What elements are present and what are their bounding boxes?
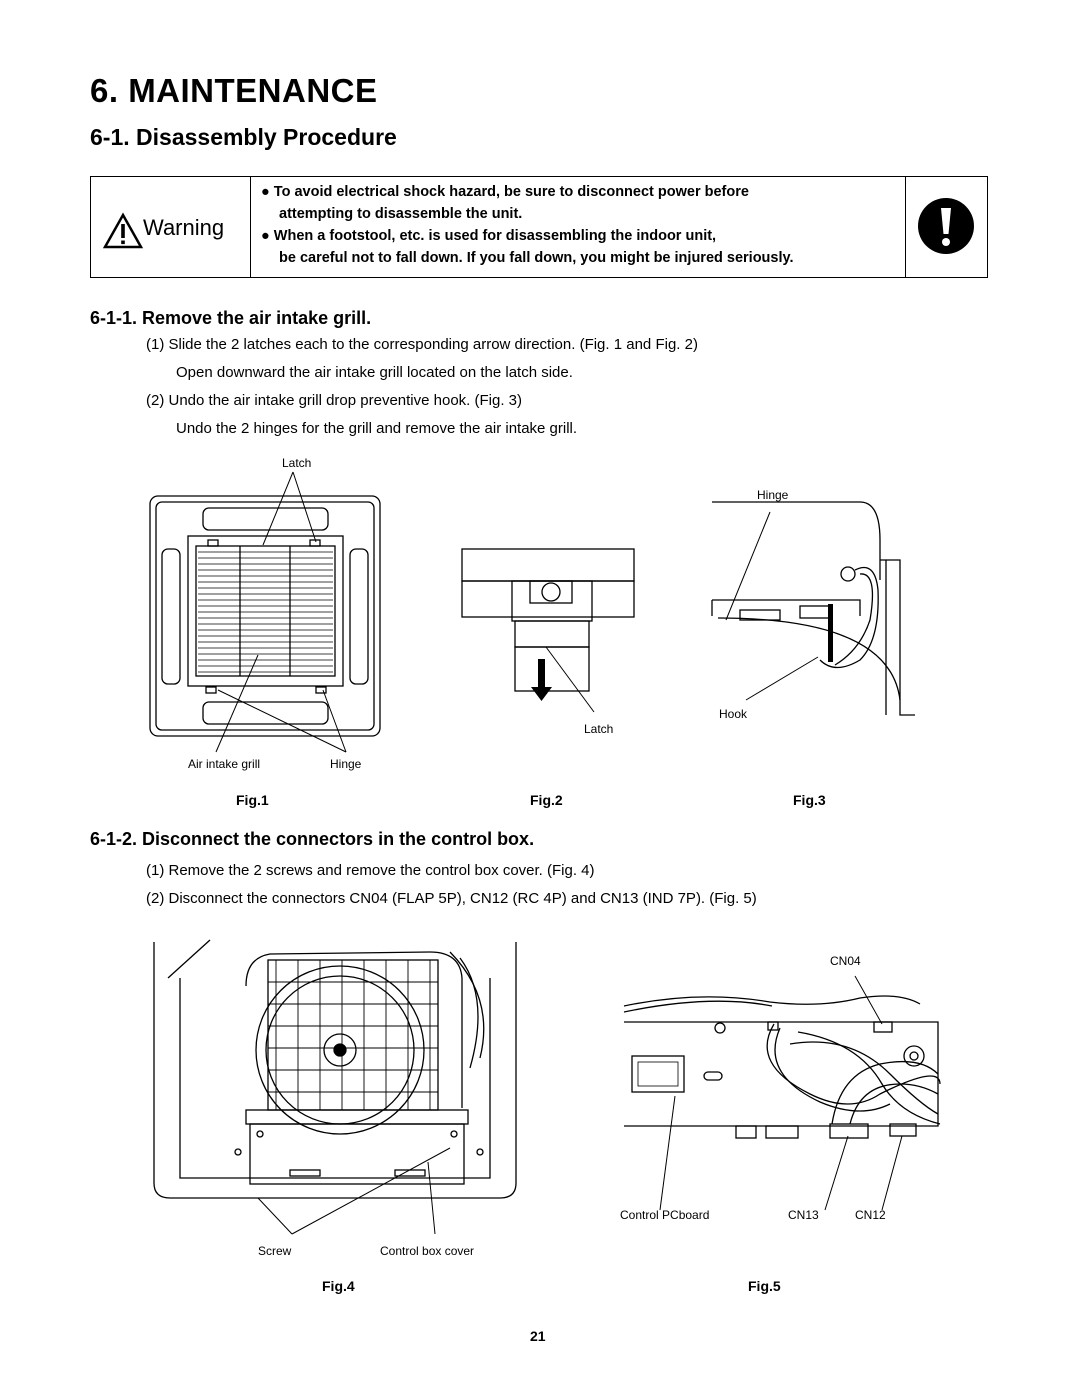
- step-2-cont: Undo the 2 hinges for the grill and remo…: [176, 420, 578, 437]
- fig3-caption: Fig.3: [793, 792, 826, 808]
- fig4-screw-label: Screw: [258, 1244, 292, 1258]
- fig1-drawing: [149, 495, 381, 737]
- fig3-hook-label: Hook: [719, 707, 748, 721]
- bullet-icon: ●: [261, 184, 274, 200]
- step-1-cont: Open downward the air intake grill locat…: [176, 364, 573, 381]
- warning-text: ● To avoid electrical shock hazard, be s…: [261, 181, 911, 269]
- page-number: 21: [530, 1328, 546, 1344]
- step-2: (2) Undo the air intake grill drop preve…: [146, 392, 523, 409]
- step-2-2: (2) Disconnect the connectors CN04 (FLAP…: [146, 890, 757, 907]
- bullet-icon: ●: [261, 228, 274, 244]
- fig2-latch-label: Latch: [584, 722, 614, 736]
- warning-label-cell: Warning: [91, 177, 251, 277]
- warning-line-4: be careful not to fall down. If you fall…: [279, 250, 794, 266]
- fig5-pcb-label: Control PCboard: [620, 1208, 710, 1222]
- step-2-1: (1) Remove the 2 screws and remove the c…: [146, 862, 595, 879]
- fig2-caption: Fig.2: [530, 792, 563, 808]
- fig5-cn12-label: CN12: [855, 1208, 886, 1222]
- exclamation-icon: [918, 198, 974, 254]
- chapter-heading: 6. MAINTENANCE: [90, 72, 378, 109]
- fig5-cn04-label: CN04: [830, 954, 861, 968]
- warning-line-3: ● When a footstool, etc. is used for dis…: [261, 228, 717, 244]
- fig1-latch-label: Latch: [282, 456, 312, 470]
- warning-line-1: ● To avoid electrical shock hazard, be s…: [261, 184, 749, 200]
- section-heading: 6-1. Disassembly Procedure: [90, 124, 397, 150]
- warning-title: Warning: [143, 215, 225, 240]
- fig5-drawing: [623, 975, 941, 1211]
- fig4-drawing: [153, 939, 517, 1199]
- fig1-leaders: [215, 471, 347, 753]
- warning-symbol-cell: [905, 177, 987, 277]
- fig4-cover-label: Control box cover: [380, 1244, 475, 1258]
- fig3-drawing: [711, 501, 915, 716]
- fig4-leaders: [257, 1147, 451, 1235]
- subsection-1-title: 6-1-1. Remove the air intake grill.: [90, 308, 372, 328]
- warning-triangle-icon: [102, 212, 144, 249]
- warning-line-2: attempting to disassemble the unit.: [279, 206, 523, 222]
- fig5-cn13-label: CN13: [788, 1208, 819, 1222]
- subsection-2-title: 6-1-2. Disconnect the connectors in the …: [90, 829, 535, 849]
- fig2-drawing: [461, 548, 635, 713]
- step-1: (1) Slide the 2 latches each to the corr…: [146, 336, 698, 353]
- fig3-hinge-label: Hinge: [757, 488, 789, 502]
- fig1-hinge-label: Hinge: [330, 757, 362, 771]
- fig1-caption: Fig.1: [236, 792, 269, 808]
- warning-box: Warning ● To avoid electrical shock haza…: [90, 176, 988, 278]
- fig5-caption: Fig.5: [748, 1278, 781, 1294]
- fig1-grill-label: Air intake grill: [188, 757, 261, 771]
- fig4-caption: Fig.4: [322, 1278, 355, 1294]
